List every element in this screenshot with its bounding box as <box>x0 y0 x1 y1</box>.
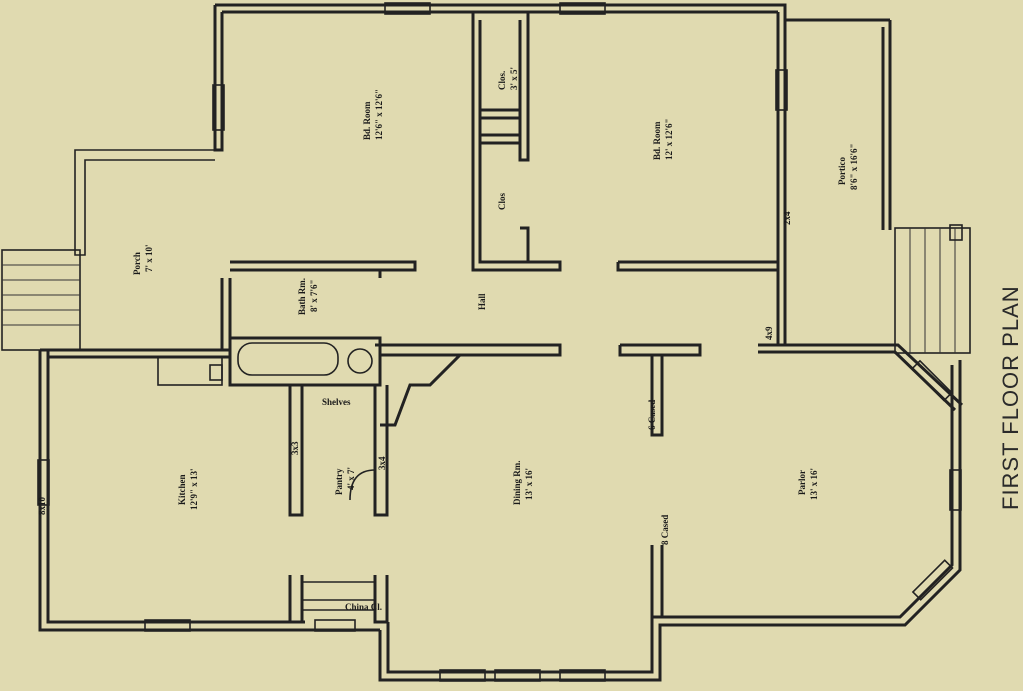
label-dining-room: Dining Rm. <box>512 460 522 505</box>
exterior-walls <box>38 3 964 682</box>
label-parlor: Parlor <box>797 470 807 495</box>
room-labels: Bd. Room 12'6" x 12'6" Bd. Room 12' x 12… <box>132 67 859 510</box>
note-shelves: Shelves <box>322 397 351 407</box>
plan-notes: China Cl. Shelves 3x3 3x4 2x4 8 Cased 6 … <box>37 211 792 612</box>
note-2x4: 2x4 <box>782 211 792 225</box>
note-8x10: 8x10 <box>37 497 47 516</box>
windows <box>37 2 962 682</box>
label-bed-room-2-size: 12' x 12'6" <box>664 119 674 161</box>
label-bath-room: Bath Rm. <box>297 278 307 315</box>
plan-title: FIRST FLOOR PLAN <box>998 285 1023 510</box>
note-8-cased: 8 Cased <box>660 515 670 545</box>
porch-structure <box>1 149 215 351</box>
interior-walls <box>220 12 780 624</box>
note-4x9: 4x9 <box>764 326 774 340</box>
label-bed-room-1-size: 12'6" x 12'6" <box>374 89 384 140</box>
label-closet-size: 3' x 5' <box>509 67 519 90</box>
note-3x4: 3x4 <box>377 456 387 470</box>
pantry-door-swing <box>349 469 376 501</box>
label-parlor-size: 13' x 16' <box>809 468 819 500</box>
label-bed-room-2: Bd. Room <box>652 121 662 160</box>
bath-fixtures <box>157 342 373 386</box>
note-china-closet: China Cl. <box>345 602 382 612</box>
label-pantry: Pantry <box>334 468 344 495</box>
label-bed-room-1: Bd. Room <box>362 101 372 140</box>
label-bath-room-size: 8' x 7'6" <box>309 280 319 313</box>
label-dining-room-size: 13' x 16' <box>524 468 534 500</box>
label-closet: Clos. <box>497 71 507 90</box>
label-kitchen-size: 12'9" x 13' <box>189 469 199 511</box>
label-porch: Porch <box>132 252 142 275</box>
label-portico: Portico <box>837 157 847 185</box>
label-kitchen: Kitchen <box>177 475 187 506</box>
label-closet-2: Clos <box>497 193 507 211</box>
label-hall: Hall <box>477 293 487 310</box>
label-portico-size: 8'6" x 16'6" <box>849 144 859 191</box>
label-porch-size: 7' x 10' <box>144 244 154 272</box>
note-6-cased: 6 Cased <box>647 400 657 430</box>
note-3x3: 3x3 <box>290 441 300 455</box>
label-pantry-size: 4' x 7' <box>346 467 356 490</box>
portico-steps <box>894 224 971 354</box>
